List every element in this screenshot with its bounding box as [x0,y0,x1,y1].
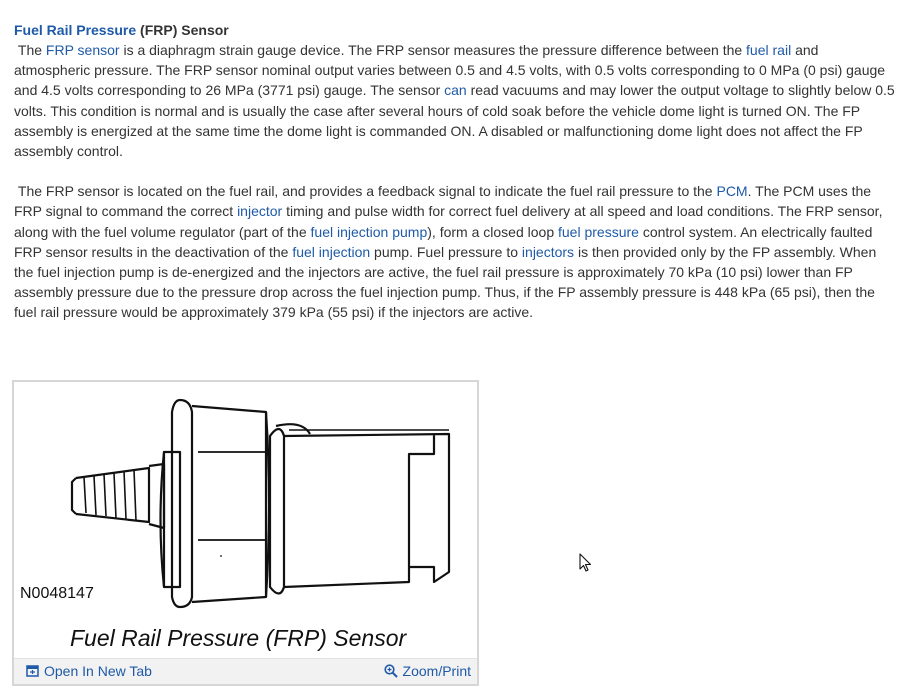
sensor-figure[interactable]: N0048147 Fuel Rail Pressure (FRP) Sensor… [12,380,479,686]
text: The [17,42,46,58]
open-new-tab-icon [26,665,39,677]
open-new-tab-label: Open In New Tab [44,663,152,679]
thread-body [75,466,151,524]
text: is then provided only by the FP assembly… [14,243,877,321]
mouse-pointer-icon [579,553,593,578]
text: control system. An electrically faulted … [14,223,873,260]
flange [170,398,194,609]
link-fuel-injection[interactable]: fuel injection [292,243,371,260]
link-fuel-pressure[interactable]: fuel pressure [558,223,639,240]
zoom-print-button[interactable]: Zoom/Print [383,663,471,679]
figure-toolbar: Open In New Tab Zoom/Print [14,658,477,684]
article: Fuel Rail Pressure (FRP) Sensor The FRP … [14,20,898,323]
text: pump. Fuel pressure to [370,243,522,260]
article-title: Fuel Rail Pressure (FRP) Sensor [14,20,898,40]
paragraph-2: The FRP sensor is located on the fuel ra… [14,181,898,322]
text: ), form a closed loop [427,223,558,240]
text: is a diaphragm strain gauge device. The … [119,42,747,58]
title-suffix: (FRP) Sensor [136,22,229,38]
link-fuel-injection-pump[interactable]: fuel injection pump [310,223,428,240]
link-fuel-rail[interactable]: fuel rail [746,42,792,58]
flange-ring [162,450,182,589]
text: and atmospheric pressure. The FRP sensor… [14,42,886,99]
zoom-icon [383,664,398,678]
figure-caption: Fuel Rail Pressure (FRP) Sensor [70,625,407,651]
hex-body [191,404,268,604]
text: . The PCM uses the FRP signal to command… [14,183,872,220]
link-injector[interactable]: injector [237,203,283,220]
thread-tip [70,477,77,515]
frp-sensor-illustration [70,398,451,609]
figure-code: N0048147 [20,585,94,602]
title-link[interactable]: Fuel Rail Pressure [14,22,137,38]
second-flange [268,427,286,595]
paragraph-1: The FRP sensor is a diaphragm strain gau… [14,40,898,161]
link-pcm[interactable]: PCM [716,183,748,200]
connector [283,432,451,584]
link-injectors[interactable]: injectors [521,243,575,260]
link-frp-sensor[interactable]: FRP sensor [45,42,120,58]
text: The FRP sensor is located on the fuel ra… [17,183,717,200]
zoom-print-label: Zoom/Print [402,663,471,679]
text: timing and pulse width for correct fuel … [14,203,883,240]
text: read vacuums and may lower the output vo… [14,82,895,160]
open-new-tab-button[interactable]: Open In New Tab [26,663,152,679]
link-can[interactable]: can [444,82,467,99]
